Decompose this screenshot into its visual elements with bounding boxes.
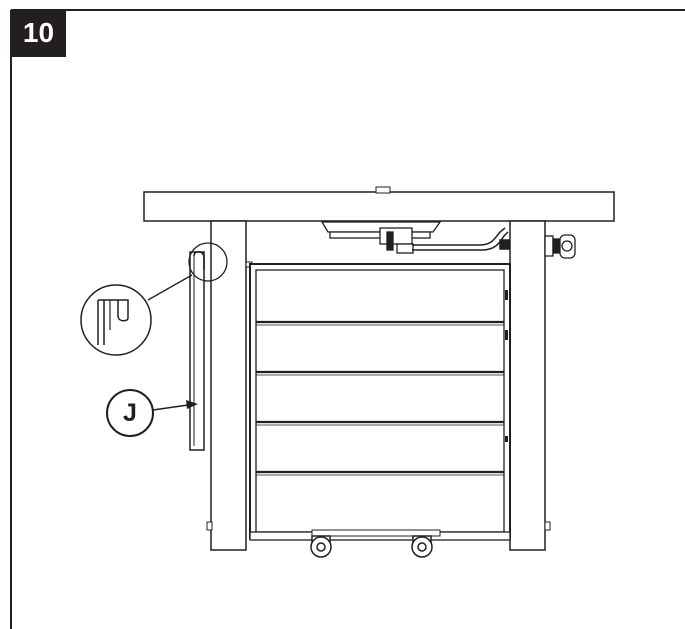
control-knob — [544, 234, 576, 259]
gas-hose — [412, 227, 510, 251]
table-top — [143, 191, 615, 222]
caster-left — [310, 535, 332, 558]
detail-leader-line — [147, 274, 193, 301]
right-leg — [509, 220, 546, 551]
left-leg — [210, 220, 247, 551]
callout-arrow — [152, 400, 198, 411]
panel-border — [10, 9, 685, 629]
part-j-strip — [189, 251, 205, 451]
detail-source-circle — [188, 242, 228, 282]
panel-right-hinges — [505, 290, 508, 442]
part-callout-circle — [106, 389, 154, 437]
caster-plate — [311, 529, 441, 537]
top-connector — [375, 186, 391, 194]
detail-magnified-view — [80, 284, 152, 356]
caster-right — [411, 535, 433, 558]
step-number-badge: 10 — [11, 9, 66, 57]
burner-pan — [320, 221, 442, 254]
side-panel-inner — [255, 269, 505, 533]
part-letter-label: J — [123, 398, 137, 427]
panel-slats — [256, 320, 504, 476]
